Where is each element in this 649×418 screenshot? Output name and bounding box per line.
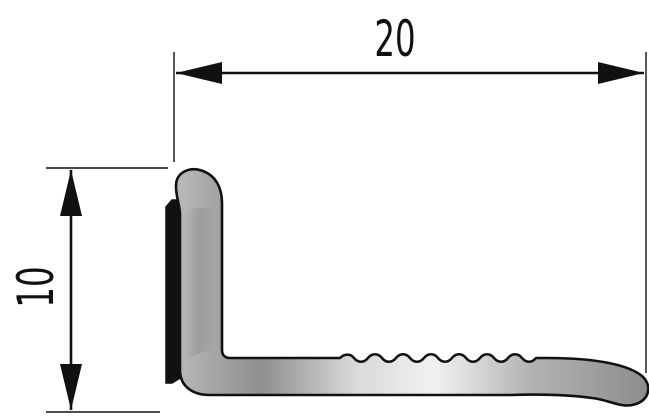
width-label: 20 [374,11,415,68]
height-label: 10 [8,266,65,307]
profile-leg-shading [186,207,212,362]
profile-body [174,167,649,407]
width-arrow-right [598,62,644,84]
width-arrow-left [176,62,222,84]
height-arrow-bottom [60,364,82,410]
height-arrow-top [60,170,82,216]
